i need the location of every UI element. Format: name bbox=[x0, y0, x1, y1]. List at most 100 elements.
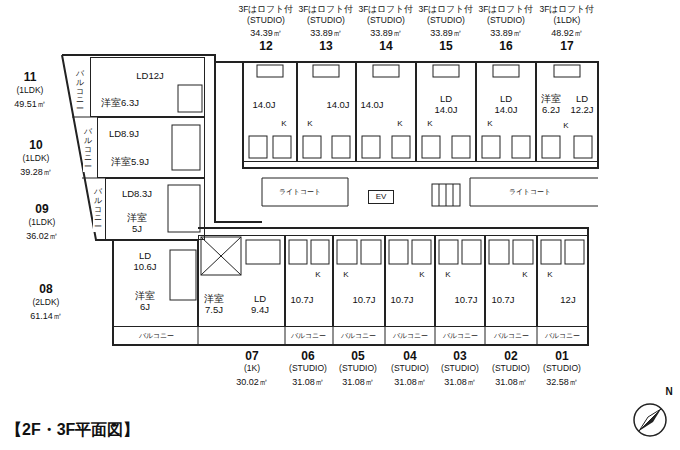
unit-area: 31.08㎡ bbox=[341, 377, 375, 387]
unit-area: 31.08㎡ bbox=[393, 377, 427, 387]
unit-outline: 02(STUDIO)31.08㎡10.7JK bbox=[485, 235, 537, 327]
north-mark: N bbox=[664, 386, 673, 398]
balcony-divider bbox=[198, 327, 537, 345]
unit-outline: 06(STUDIO)31.08㎡10.7JK bbox=[285, 235, 333, 327]
kitchen-mark: K bbox=[486, 119, 493, 128]
balcony-label: バルコニー bbox=[75, 70, 85, 114]
unit-number: 01 bbox=[554, 350, 569, 364]
unit-number: 17 bbox=[559, 40, 574, 54]
unit-number: 07 bbox=[244, 350, 259, 364]
unit-outline: 3Fはロフト付(STUDIO)33.89㎡1414.0JK bbox=[356, 62, 416, 162]
unit-outline: 11(1LDK)49.51㎡LD12J洋室6.3J bbox=[90, 57, 205, 117]
unit-area: 61.14㎡ bbox=[29, 311, 63, 321]
balcony-label: バルコニー bbox=[392, 332, 429, 340]
kitchen-mark: K bbox=[521, 270, 528, 279]
corridor-wall bbox=[62, 55, 262, 222]
light-court-label: ライトコート bbox=[508, 188, 552, 196]
unit-area: 39.28㎡ bbox=[19, 167, 53, 177]
loft-note: 3Fはロフト付 bbox=[539, 5, 596, 15]
unit-type: (1LDK) bbox=[553, 16, 582, 26]
room-label: 10.7J bbox=[289, 295, 314, 306]
compass-symbol bbox=[634, 404, 666, 436]
unit-area: 31.08㎡ bbox=[494, 377, 528, 387]
kitchen-mark: K bbox=[280, 119, 287, 128]
unit-area: 33.89㎡ bbox=[369, 28, 403, 38]
balcony-divider bbox=[72, 117, 105, 178]
unit-outline: 09(1LDK)36.02㎡LD8.3J洋室 5J bbox=[105, 178, 205, 240]
balcony-label: バルコニー bbox=[340, 332, 377, 340]
unit-number: 09 bbox=[34, 203, 49, 217]
unit-area: 31.08㎡ bbox=[443, 377, 477, 387]
room-label: LD12J bbox=[135, 71, 164, 82]
loft-note: 3Fはロフト付 bbox=[418, 5, 475, 15]
upper-block-wall bbox=[243, 62, 598, 168]
unit-type: (1LDK) bbox=[28, 218, 57, 228]
loft-note: 3Fはロフト付 bbox=[238, 5, 295, 15]
unit-area: 36.02㎡ bbox=[25, 231, 59, 241]
unit-outline: 3Fはロフト付(STUDIO)33.89㎡16LD 14.0JK bbox=[476, 62, 536, 162]
outer-wall bbox=[62, 55, 588, 345]
unit-area: 33.89㎡ bbox=[309, 28, 343, 38]
kitchen-mark: K bbox=[396, 119, 403, 128]
unit-number: 16 bbox=[498, 40, 513, 54]
room-label: LD 12.2J bbox=[569, 94, 594, 116]
unit-type: (1LDK) bbox=[16, 86, 45, 96]
room-label: 10.7J bbox=[490, 295, 515, 306]
unit-number: 06 bbox=[300, 350, 315, 364]
skylight-symbol bbox=[432, 184, 460, 206]
kitchen-mark: K bbox=[418, 270, 425, 279]
unit-number: 03 bbox=[452, 350, 467, 364]
unit-type: (STUDIO) bbox=[426, 16, 466, 26]
elevator-label: EV bbox=[375, 192, 388, 201]
unit-outline: 07(1K)30.02㎡洋室 7.5JLD 9.4J bbox=[198, 235, 285, 327]
loft-note: 3Fはロフト付 bbox=[358, 5, 415, 15]
room-label: LD 10.6J bbox=[132, 251, 157, 273]
room-label: 洋室5.9J bbox=[110, 157, 150, 168]
balcony-label: バルコニー bbox=[138, 332, 175, 340]
unit-number: 02 bbox=[503, 350, 518, 364]
kitchen-mark: K bbox=[426, 119, 433, 128]
unit-type: (STUDIO) bbox=[306, 16, 346, 26]
lower-wet-areas bbox=[246, 240, 584, 264]
elevator-box: EV bbox=[368, 190, 394, 204]
room-label: 14.0J bbox=[359, 100, 384, 111]
unit-number: 13 bbox=[318, 40, 333, 54]
loft-note: 3Fはロフト付 bbox=[298, 5, 355, 15]
unit-outline: 08(2LDK)61.14㎡LD 10.6J洋室 6J bbox=[113, 240, 198, 327]
unit-outline: 3Fはロフト付(STUDIO)33.89㎡1314.0JK bbox=[297, 62, 356, 162]
unit-type: (1K) bbox=[243, 364, 261, 374]
balcony-label: バルコニー bbox=[290, 332, 327, 340]
room-label: LD8.9J bbox=[108, 129, 140, 140]
unit-outline: 10(1LDK)39.28㎡LD8.9J洋室5.9J bbox=[97, 117, 205, 178]
unit-type: (STUDIO) bbox=[338, 364, 378, 374]
unit-type: (STUDIO) bbox=[440, 364, 480, 374]
room-label: 10.7J bbox=[389, 295, 414, 306]
unit-type: (STUDIO) bbox=[486, 16, 526, 26]
room-label: 洋室6.3J bbox=[100, 98, 140, 109]
unit-type: (STUDIO) bbox=[246, 16, 286, 26]
upper-balconies bbox=[257, 65, 580, 77]
balcony-label: バルコニー bbox=[83, 128, 93, 172]
balcony-label: バルコニー bbox=[493, 332, 530, 340]
unit-type: (2LDK) bbox=[32, 298, 61, 308]
unit-outline: 3Fはロフト付(STUDIO)34.39㎡1214.0JK bbox=[243, 62, 297, 162]
room-label: 12J bbox=[559, 295, 576, 306]
unit-area: 32.58㎡ bbox=[545, 377, 579, 387]
room-label: 洋室 6J bbox=[134, 291, 156, 313]
room-label: 洋室 7.5J bbox=[203, 294, 225, 316]
unit-type: (STUDIO) bbox=[366, 16, 406, 26]
unit-number: 15 bbox=[438, 40, 453, 54]
loft-note: 3Fはロフト付 bbox=[478, 5, 535, 15]
room-label: LD8.3J bbox=[121, 189, 153, 200]
kitchen-mark: K bbox=[342, 270, 349, 279]
unit-outline: 01(STUDIO)32.58㎡12JK bbox=[537, 235, 588, 327]
unit-number: 04 bbox=[402, 350, 417, 364]
kitchen-mark: K bbox=[562, 121, 569, 130]
plan-title: 【2F・3F平面図】 bbox=[6, 420, 139, 441]
unit-number: 08 bbox=[38, 283, 53, 297]
unit-area: 49.51㎡ bbox=[13, 99, 47, 109]
light-court-label: ライトコート bbox=[278, 188, 322, 196]
balcony-label: バルコニー bbox=[93, 188, 103, 232]
room-label: LD 14.0J bbox=[433, 94, 458, 116]
unit-type: (STUDIO) bbox=[542, 364, 582, 374]
